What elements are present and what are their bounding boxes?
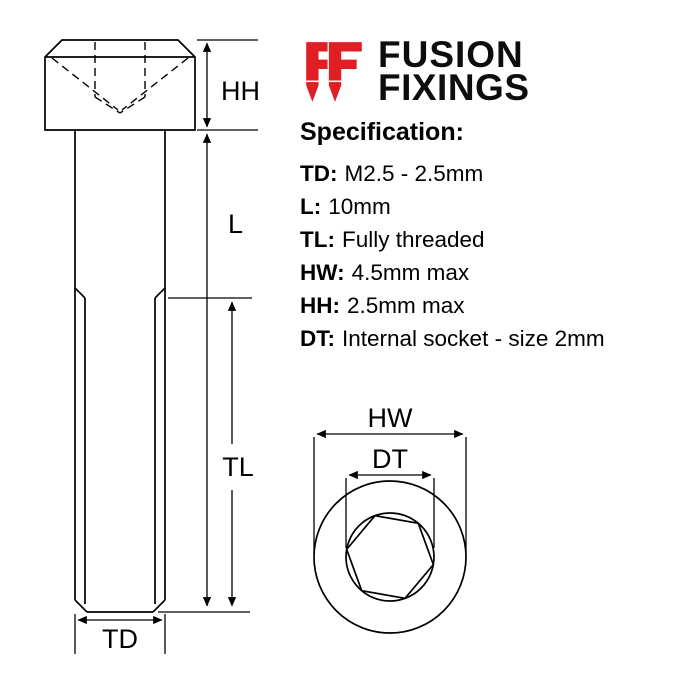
hh-dimension-label: HH <box>221 76 260 106</box>
spec-label-td: TD: <box>300 161 338 186</box>
brand-name-line1: FUSION <box>378 34 524 75</box>
dimension-head-width: HW <box>313 403 467 552</box>
hw-dimension-label: HW <box>368 403 413 433</box>
dimension-thread-diameter: TD <box>74 614 166 654</box>
dimension-length: L <box>158 133 250 613</box>
fusion-fixings-logo-icon <box>306 40 364 106</box>
spec-value-td: M2.5 - 2.5mm <box>344 161 484 186</box>
spec-row-td: TD:M2.5 - 2.5mm <box>300 157 695 190</box>
hex-socket <box>345 514 435 600</box>
spec-row-tl: TL:Fully threaded <box>300 223 695 256</box>
dimension-socket-size: DT <box>345 444 435 548</box>
brand-text: FUSION FIXINGS <box>378 34 530 108</box>
spec-label-hh: HH: <box>300 293 340 318</box>
spec-label-l: L: <box>300 194 322 219</box>
dimension-thread-length: TL <box>168 297 254 607</box>
brand-name-line2: FIXINGS <box>378 67 530 108</box>
spec-row-dt: DT: Internal socket - size 2mm <box>300 322 695 355</box>
spec-label-tl: TL: <box>300 227 335 252</box>
spec-value-l: 10mm <box>328 194 391 219</box>
spec-value-hh: 2.5mm max <box>347 293 465 318</box>
specification-block: Specification: TD:M2.5 - 2.5mm L:10mm TL… <box>300 118 695 355</box>
screw-side-view <box>44 39 196 613</box>
spec-value-tl: Fully threaded <box>341 227 485 252</box>
spec-value-hw: 4.5mm max <box>351 260 470 285</box>
head-outer-circle <box>313 480 467 634</box>
spec-label-hw: HW: <box>300 260 345 285</box>
td-dimension-label: TD <box>102 624 138 654</box>
l-dimension-label: L <box>228 209 243 239</box>
tl-dimension-label: TL <box>222 452 254 482</box>
screw-head-outline <box>44 39 196 131</box>
dimension-head-height: HH <box>197 39 260 131</box>
spec-row-hw: HW:4.5mm max <box>300 256 695 289</box>
spec-label-dt: DT: <box>300 326 335 351</box>
spec-row-hh: HH: 2.5mm max <box>300 289 695 322</box>
spec-value-dt: Internal socket - size 2mm <box>342 326 605 351</box>
screw-top-view <box>313 480 467 634</box>
spec-row-l: L:10mm <box>300 190 695 223</box>
socket-circle <box>345 512 435 602</box>
specification-title: Specification: <box>300 118 464 146</box>
fusion-fixings-logo: FUSION FIXINGS <box>302 36 530 106</box>
hidden-socket-lines <box>51 42 189 114</box>
dt-dimension-label: DT <box>372 444 408 474</box>
screw-shank-outline <box>74 130 166 613</box>
